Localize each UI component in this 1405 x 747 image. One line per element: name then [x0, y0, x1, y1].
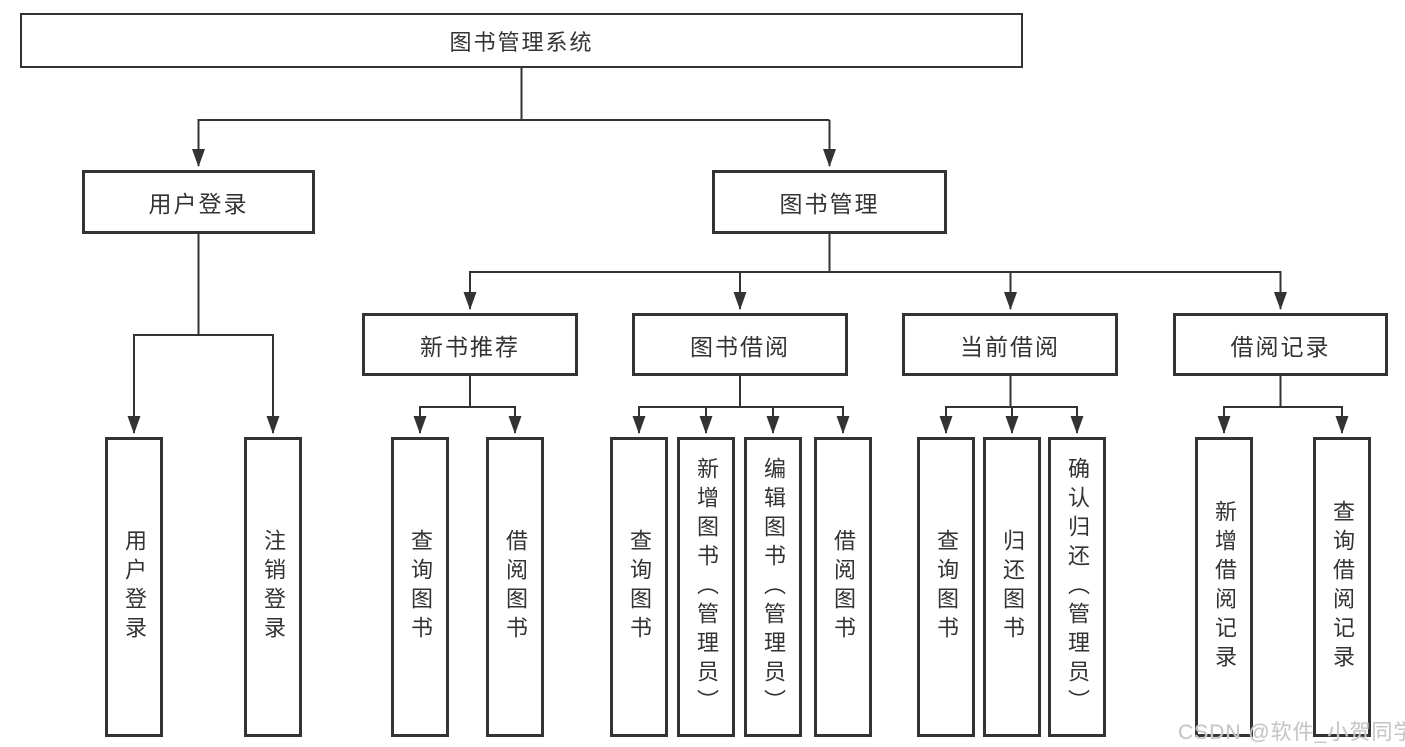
leaf-logout: 注销登录	[244, 437, 302, 737]
leaf-add-book-admin: 新增图书（管理员）	[677, 437, 735, 737]
leaf-edit-book-admin: 编辑图书（管理员）	[744, 437, 802, 737]
leaf-add-borrow-record: 新增借阅记录	[1195, 437, 1253, 737]
node-book-management: 图书管理	[712, 170, 947, 234]
leaf-return-books: 归还图书	[983, 437, 1041, 737]
leaf-borrow-books-borrow: 借阅图书	[814, 437, 872, 737]
leaf-query-books-current: 查询图书	[917, 437, 975, 737]
leaf-query-books-recommend: 查询图书	[391, 437, 449, 737]
node-borrow-records: 借阅记录	[1173, 313, 1388, 376]
node-new-book-recommend: 新书推荐	[362, 313, 578, 376]
node-book-borrow: 图书借阅	[632, 313, 848, 376]
leaf-user-login: 用户登录	[105, 437, 163, 737]
node-current-borrow: 当前借阅	[902, 313, 1118, 376]
leaf-confirm-return-admin: 确认归还（管理员）	[1048, 437, 1106, 737]
leaf-borrow-books-recommend: 借阅图书	[486, 437, 544, 737]
leaf-query-books-borrow: 查询图书	[610, 437, 668, 737]
node-user-login: 用户登录	[82, 170, 315, 234]
node-root: 图书管理系统	[20, 13, 1023, 68]
leaf-query-borrow-record: 查询借阅记录	[1313, 437, 1371, 737]
csdn-watermark: CSDN @软件_小贺同学	[1178, 721, 1405, 744]
